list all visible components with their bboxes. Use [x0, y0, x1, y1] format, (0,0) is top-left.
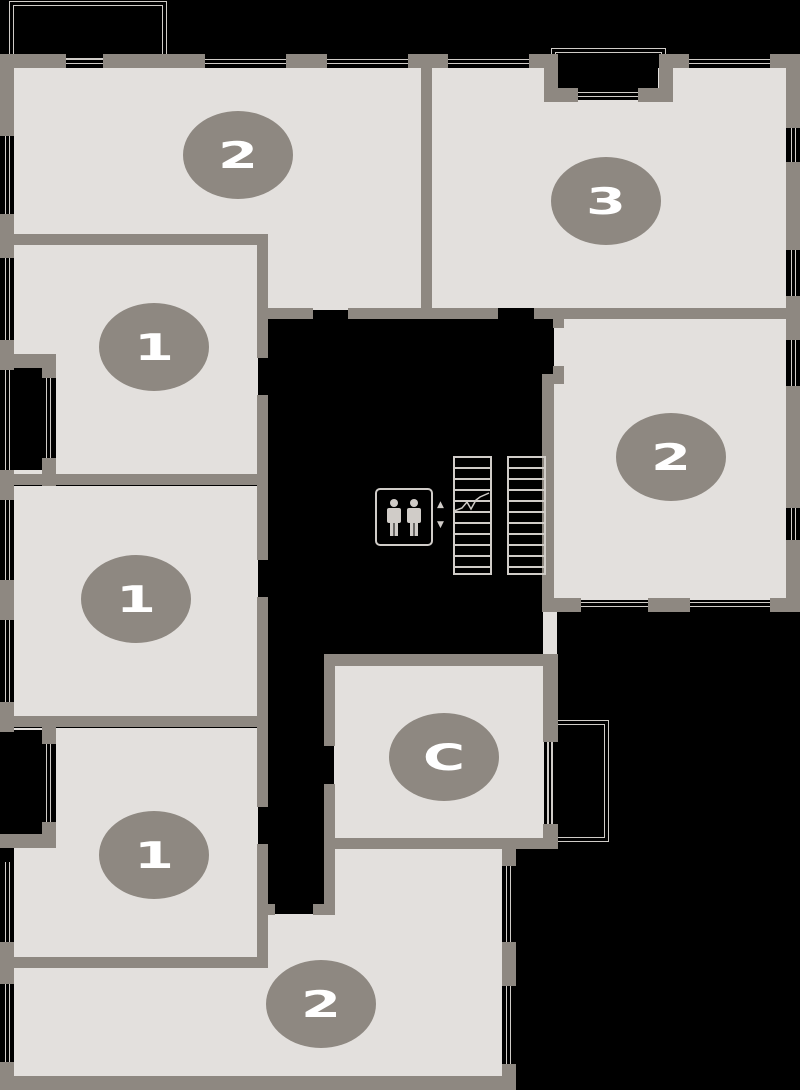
wall: [786, 540, 800, 612]
window: [5, 258, 10, 340]
wall: [0, 234, 268, 245]
unit-label: 3: [585, 179, 626, 223]
window: [689, 59, 770, 64]
window: [506, 866, 511, 942]
call-down-icon: ▼: [437, 520, 444, 530]
window: [5, 136, 10, 214]
corridor-end: [266, 840, 334, 914]
wall: [553, 308, 564, 328]
window: [5, 862, 10, 942]
window: [448, 59, 529, 64]
wall: [770, 598, 800, 612]
balcony-top-left: [9, 1, 167, 62]
wall: [257, 308, 313, 319]
wall: [502, 942, 516, 986]
window: [791, 128, 796, 162]
wall: [648, 598, 690, 612]
wall: [534, 308, 800, 319]
window: [5, 370, 10, 470]
wall: [502, 1064, 516, 1090]
wall: [257, 597, 268, 807]
corridor-light-strip: [543, 612, 557, 656]
unit-label: 2: [650, 435, 691, 479]
wall: [257, 904, 275, 915]
unit-label: C: [422, 735, 466, 779]
window: [791, 250, 796, 296]
wall: [421, 68, 432, 308]
window: [46, 378, 51, 460]
wall: [0, 54, 66, 68]
unit-badge-left-lower[interactable]: 1: [99, 811, 209, 899]
wall: [0, 54, 14, 136]
unit-badge-left-middle[interactable]: 1: [81, 555, 191, 643]
window: [327, 59, 408, 64]
unit-badge-commercial[interactable]: C: [389, 713, 499, 801]
unit-badge-left-upper[interactable]: 1: [99, 303, 209, 391]
wall: [324, 654, 335, 746]
wall: [14, 474, 268, 485]
wall: [544, 88, 578, 102]
wall: [0, 957, 268, 968]
wall: [786, 162, 800, 250]
window: [66, 59, 103, 64]
window: [5, 500, 10, 580]
wall: [324, 838, 558, 849]
wall: [0, 580, 14, 620]
window: [5, 984, 10, 1062]
wall: [786, 54, 800, 128]
window: [46, 744, 51, 822]
window: [581, 602, 648, 607]
window: [791, 340, 796, 386]
call-up-icon: ▲: [437, 500, 444, 510]
wall: [0, 1076, 516, 1090]
wall: [286, 54, 327, 68]
elevator-icon: [387, 499, 421, 536]
window: [578, 92, 638, 97]
wall: [0, 834, 56, 848]
unit-label: 1: [115, 577, 156, 621]
wall: [786, 386, 800, 508]
unit-badge-bottom[interactable]: 2: [266, 960, 376, 1048]
wall: [324, 654, 558, 666]
window: [690, 602, 770, 607]
unit-badge-top-left[interactable]: 2: [183, 111, 293, 199]
unit-badge-right-middle[interactable]: 2: [616, 413, 726, 501]
elevator[interactable]: [375, 488, 433, 546]
window: [791, 508, 796, 540]
wall: [502, 848, 516, 866]
wall: [103, 54, 205, 68]
unit-label: 2: [300, 982, 341, 1026]
balcony-right-commercial: [548, 720, 609, 842]
unit-top-left-floor-ext: [266, 230, 422, 310]
window: [205, 59, 286, 64]
wall: [257, 234, 268, 358]
unit-label: 1: [133, 325, 174, 369]
wall: [659, 54, 689, 68]
window: [5, 620, 10, 702]
unit-badge-top-right[interactable]: 3: [551, 157, 661, 245]
wall: [348, 308, 498, 319]
wall: [543, 654, 558, 742]
wall: [0, 716, 268, 727]
stairs-icon: [453, 456, 546, 575]
window: [506, 986, 511, 1064]
wall: [42, 354, 56, 378]
window: [547, 742, 552, 824]
wall: [324, 784, 335, 914]
wall: [0, 470, 14, 500]
unit-label: 1: [133, 833, 174, 877]
wall: [553, 366, 564, 384]
wall: [408, 54, 448, 68]
unit-label: 2: [217, 133, 258, 177]
